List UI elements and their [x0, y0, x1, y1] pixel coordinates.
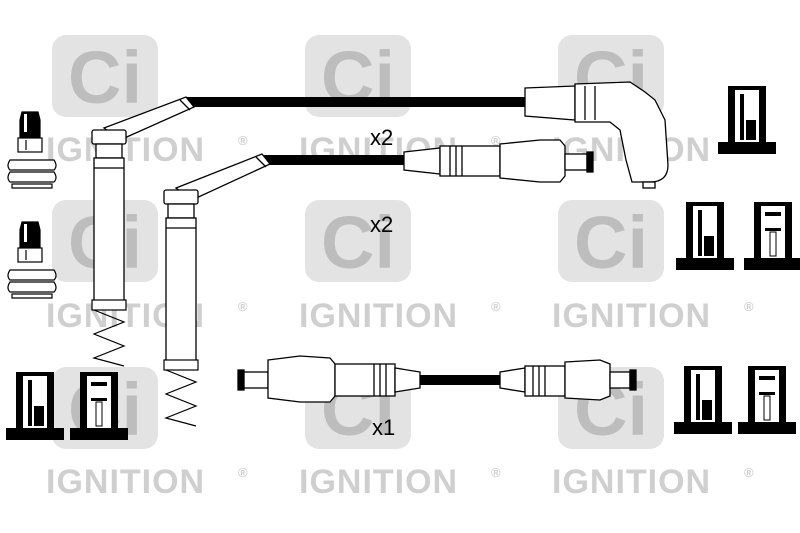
quantity-label-bottom: x1: [372, 415, 395, 440]
watermark-registered-mark: ®: [491, 133, 501, 148]
watermark-text: IGNITION: [552, 297, 711, 335]
spring-right: [163, 359, 199, 427]
clip-layer: [6, 86, 800, 440]
quantity-label-middle: x2: [370, 212, 393, 237]
ignition-lead-bottom: [237, 355, 637, 403]
spring-left: [91, 299, 127, 367]
watermark-registered-mark: ®: [238, 133, 248, 148]
watermark-text: IGNITION: [299, 297, 458, 335]
watermark-logo: Ci: [321, 201, 395, 284]
plug-terminal-upper: [7, 111, 57, 189]
watermark-logo: Ci: [574, 201, 648, 284]
watermark-registered-mark: ®: [238, 465, 248, 480]
quantity-label-top: x2: [370, 125, 393, 150]
ignition-lead-top: [91, 81, 669, 309]
terminal-clip: [674, 366, 732, 434]
terminal-clip: [70, 372, 128, 440]
watermark-registered-mark: ®: [491, 299, 501, 314]
watermark-text: IGNITION: [46, 463, 205, 501]
watermark-logo-box: [52, 35, 158, 117]
plug-terminal-lower: [7, 221, 57, 299]
watermark-logo-box: [558, 200, 664, 282]
terminal-clip: [718, 86, 776, 154]
terminal-clip: [738, 366, 796, 434]
watermark-registered-mark: ®: [744, 465, 754, 480]
watermark-text: IGNITION: [552, 463, 711, 501]
terminal-clip: [744, 202, 800, 270]
terminal-clip: [676, 202, 734, 270]
watermark-text: IGNITION: [299, 463, 458, 501]
terminal-clip: [6, 372, 64, 440]
watermark-logo: Ci: [68, 36, 142, 119]
watermark-registered-mark: ®: [744, 299, 754, 314]
watermark-logo-box: [305, 35, 411, 117]
watermark-logo-box: [305, 200, 411, 282]
watermark-registered-mark: ®: [491, 465, 501, 480]
ignition-lead-second: [163, 139, 594, 369]
watermark-registered-mark: ®: [238, 299, 248, 314]
